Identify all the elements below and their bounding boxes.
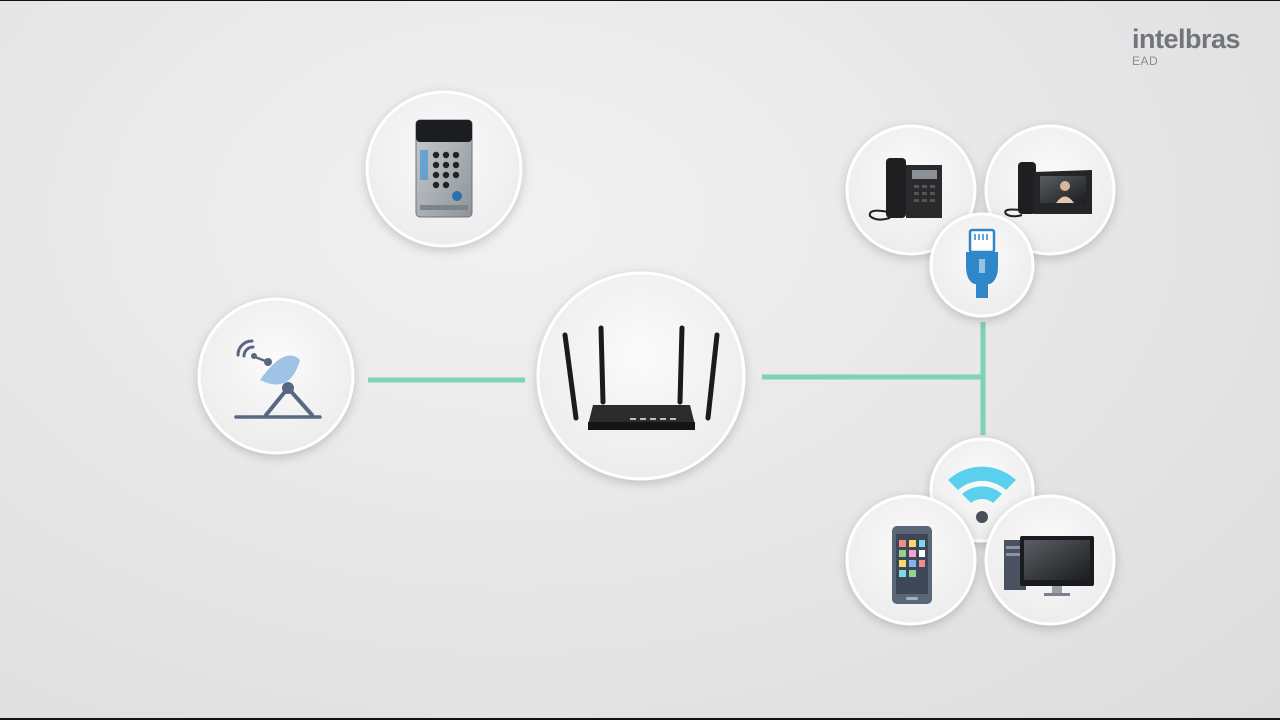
ip-phone-icon: [868, 158, 942, 221]
top-border: [0, 0, 1280, 1]
router-icon: [562, 325, 720, 430]
ethernet-plug-icon: [966, 228, 998, 298]
wifi-icon: [948, 466, 1016, 523]
node-video-phone: [984, 124, 1116, 256]
node-desktop: [984, 494, 1116, 626]
node-ip-phone: [845, 124, 977, 256]
bottom-border: [0, 718, 1280, 720]
node-satellite: [197, 297, 355, 455]
desktop-computer-icon: [1004, 536, 1094, 596]
link-lines: [368, 322, 986, 435]
node-ethernet: [929, 212, 1035, 318]
brand-subtitle: EAD: [1132, 54, 1159, 68]
video-phone-icon: [1004, 162, 1092, 218]
door-intercom-icon: [415, 119, 473, 218]
node-smartphone: [845, 494, 977, 626]
satellite-dish-icon: [234, 339, 322, 419]
brand-name: intelbras: [1132, 24, 1241, 54]
node-router: [536, 271, 746, 481]
smartphone-icon: [892, 526, 932, 604]
brand-logo: intelbras EAD: [1132, 24, 1241, 69]
node-door-intercom: [365, 90, 523, 248]
